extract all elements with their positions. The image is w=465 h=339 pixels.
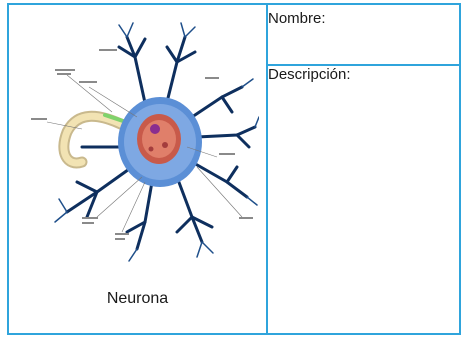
worksheet-card: Neurona	[7, 3, 461, 335]
image-panel: Neurona	[9, 5, 266, 333]
name-label: Nombre:	[268, 10, 326, 27]
description-label: Descripción:	[268, 66, 351, 83]
image-caption: Neurona	[9, 290, 266, 308]
description-field[interactable]	[268, 66, 459, 333]
neuron-diagram-icon	[27, 17, 259, 262]
